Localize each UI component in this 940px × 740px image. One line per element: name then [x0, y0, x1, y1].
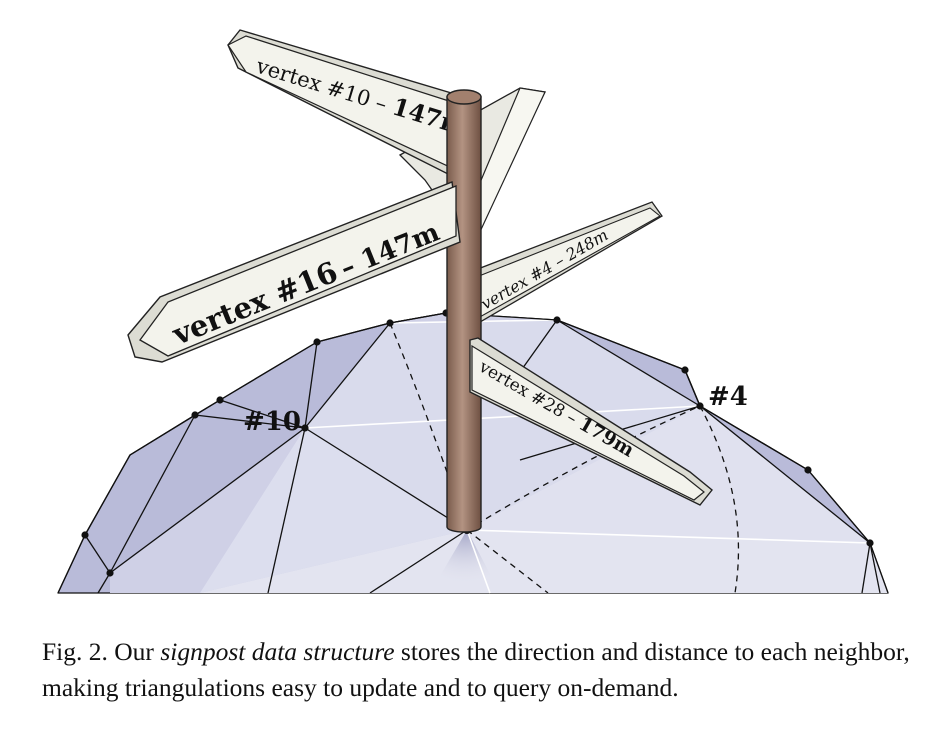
caption-suffix: stores the direction and distance to eac… [42, 637, 910, 702]
figure-caption: Fig. 2. Our signpost data structure stor… [42, 634, 912, 706]
vertex-label-10: #10 [243, 407, 301, 437]
signpost-illustration: #10 #4 vertex #10 – 147m vertex #4 – 248… [57, 29, 889, 594]
caption-prefix: Fig. 2. Our [42, 637, 161, 666]
signpost-pole [446, 89, 482, 533]
sign-vertex-10: vertex #10 – 147m [227, 29, 470, 176]
vertex-label-4: #4 [708, 382, 748, 412]
sign-vertex-28: vertex #28 – 179m [469, 337, 713, 506]
sign-vertex-4: vertex #4 – 248m [465, 201, 663, 323]
caption-emphasis: signpost data structure [160, 637, 395, 666]
